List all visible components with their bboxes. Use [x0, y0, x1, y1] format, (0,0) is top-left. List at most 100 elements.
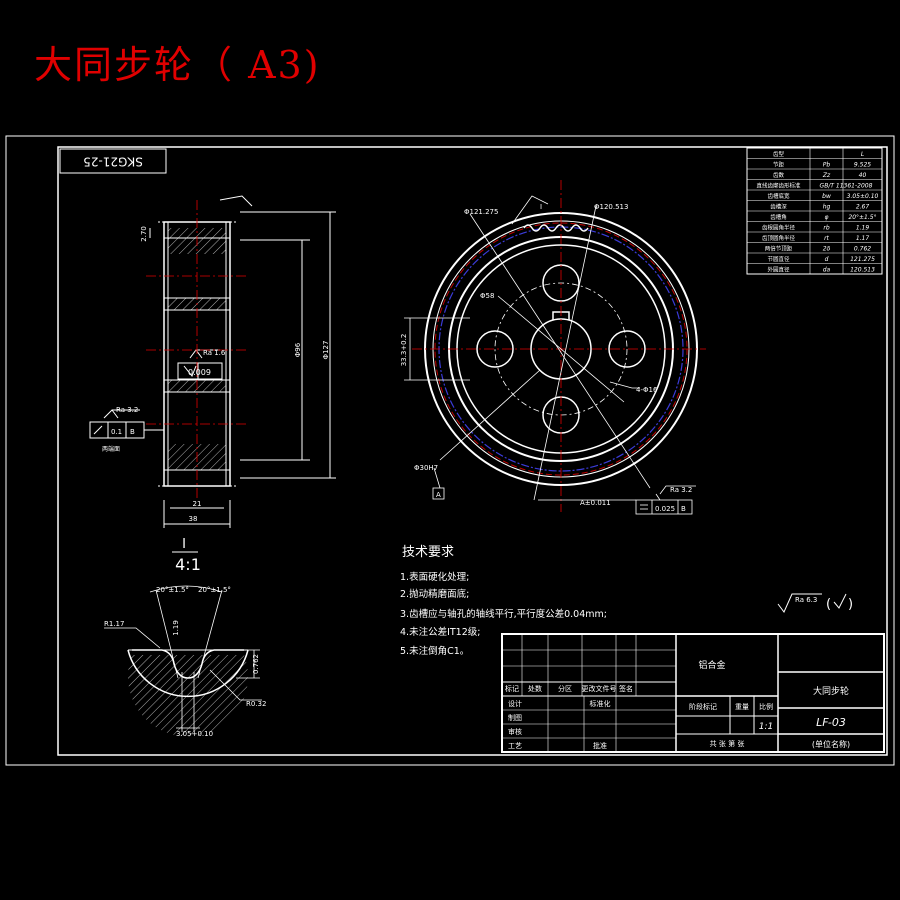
svg-text:B: B — [130, 428, 135, 436]
svg-text:更改文件号: 更改文件号 — [582, 684, 617, 693]
tech-note-item: 2.抛动精磨面底; — [400, 588, 469, 600]
param-name: 齿槽深 — [770, 203, 787, 211]
param-value: 9.525 — [854, 162, 871, 169]
general-roughness: Ra 6.3 ( ) — [777, 593, 853, 613]
svg-text:(: ( — [826, 597, 831, 612]
svg-text:I: I — [540, 203, 542, 211]
outer-border — [5, 135, 895, 766]
svg-text:两端面: 两端面 — [102, 445, 120, 453]
svg-text:38: 38 — [189, 515, 198, 523]
svg-text:分区: 分区 — [558, 684, 572, 693]
param-name: 齿顶圆角半径 — [762, 234, 796, 242]
param-value: 1.17 — [856, 235, 870, 242]
param-symbol: bw — [822, 193, 831, 200]
param-name: 齿槽角 — [770, 213, 787, 221]
param-value: 1.19 — [856, 225, 870, 232]
front-view-labels: Φ121.275 Φ120.513 I Φ58 4-Φ16 33.3+0.2 Φ… — [400, 203, 692, 513]
tech-notes-heading: 技术要求 — [402, 545, 454, 560]
param-symbol: φ — [825, 214, 829, 221]
inner-border — [57, 146, 888, 756]
svg-text:1.19: 1.19 — [172, 620, 180, 636]
side-view-centerlines — [146, 200, 248, 500]
svg-text:B: B — [681, 505, 686, 513]
title-block: 铝合金 大同步轮 LF-03 (单位名称) 阶段标记 重量 比例 1:1 共 张… — [501, 633, 885, 753]
svg-text:Φ96: Φ96 — [294, 342, 302, 357]
svg-text:33.3+0.2: 33.3+0.2 — [400, 334, 408, 367]
param-value: L — [861, 151, 864, 158]
svg-text:Φ120.513: Φ120.513 — [594, 203, 628, 211]
svg-text:3.05+0.10: 3.05+0.10 — [176, 730, 213, 738]
param-value: 3.05±0.10 — [847, 193, 879, 200]
sheet-title: 大同步轮（ A3) — [34, 43, 321, 87]
param-row: 外圆直径 da 120.513 — [767, 266, 875, 274]
svg-text:0.009: 0.009 — [188, 368, 211, 377]
svg-text:阶段标记: 阶段标记 — [689, 702, 717, 711]
svg-text:0.762: 0.762 — [252, 654, 260, 674]
side-view-labels: Ra 1.6 0.009 Ra 3.2 0.1 B 两端面 38 21 Φ96 … — [102, 226, 330, 523]
param-symbol: hg — [823, 204, 831, 211]
param-value: 121.275 — [850, 256, 875, 263]
svg-text:重量: 重量 — [735, 703, 749, 711]
param-name: 节距 — [773, 161, 785, 169]
svg-text:Φ127: Φ127 — [322, 341, 330, 360]
param-name: 齿根圆角半径 — [762, 224, 796, 232]
svg-text:): ) — [848, 597, 853, 612]
param-name: 外圆直径 — [767, 266, 790, 274]
svg-text:比例: 比例 — [759, 702, 773, 711]
param-symbol: da — [823, 267, 831, 274]
svg-text:标准化: 标准化 — [590, 699, 611, 708]
param-row: 节距 Pb 9.525 — [773, 161, 871, 169]
param-symbol: rb — [823, 225, 829, 232]
svg-text:21: 21 — [193, 500, 202, 508]
svg-text:工艺: 工艺 — [508, 742, 522, 750]
svg-text:标记: 标记 — [505, 684, 519, 693]
param-symbol: Zz — [822, 172, 831, 179]
tech-note-item: 5.未注倒角C1。 — [400, 645, 469, 657]
front-view — [404, 180, 706, 515]
param-value: 20°±1.5° — [848, 214, 876, 221]
svg-text:2.70: 2.70 — [140, 226, 148, 242]
svg-text:20°±1.5°: 20°±1.5° — [198, 586, 231, 594]
param-name: 直线齿廓齿形标准 — [756, 182, 801, 190]
param-symbol: Pb — [823, 162, 831, 169]
svg-text:20°±1.5°: 20°±1.5° — [156, 586, 189, 594]
param-name: 齿数 — [773, 171, 785, 179]
tech-notes: 技术要求 1.表面硬化处理; 2.抛动精磨面底; 3.齿槽应与轴孔的轴线平行,平… — [400, 545, 607, 657]
drawing-no: LF-03 — [816, 716, 846, 729]
param-row: 齿槽角 φ 20°±1.5° — [770, 213, 876, 221]
svg-text:审核: 审核 — [508, 727, 522, 736]
svg-text:0.025: 0.025 — [655, 505, 675, 513]
param-row: 齿根圆角半径 rb 1.19 — [762, 224, 869, 232]
param-value: 120.513 — [850, 267, 875, 274]
material: 铝合金 — [698, 659, 725, 671]
code-box-text: SKG21-25 — [83, 155, 143, 169]
param-symbol: GB/T 11361-2008 — [820, 183, 873, 190]
svg-text:4-Φ16: 4-Φ16 — [636, 386, 658, 394]
unit-label: (单位名称) — [812, 739, 850, 749]
detail-label: I — [182, 537, 186, 552]
svg-text:制图: 制图 — [508, 713, 522, 722]
svg-text:A±0.011: A±0.011 — [580, 499, 611, 507]
param-value: 0.762 — [854, 246, 871, 253]
svg-text:A: A — [436, 491, 441, 499]
param-name: 两倍节顶距 — [765, 245, 793, 253]
param-row: 直线齿廓齿形标准 GB/T 11361-2008 — [756, 182, 872, 190]
tech-note-item: 4.未注公差IT12级; — [400, 626, 480, 638]
svg-text:Ra 3.2: Ra 3.2 — [116, 406, 138, 414]
svg-text:Ra 3.2: Ra 3.2 — [670, 486, 692, 494]
svg-text:签名: 签名 — [619, 684, 633, 693]
svg-text:处数: 处数 — [528, 684, 542, 693]
detail-scale: 4:1 — [175, 555, 201, 574]
svg-text:Ra 1.6: Ra 1.6 — [203, 349, 226, 357]
svg-text:Φ58: Φ58 — [480, 292, 494, 300]
svg-text:R0.32: R0.32 — [246, 700, 266, 708]
svg-text:R1.17: R1.17 — [104, 620, 124, 628]
